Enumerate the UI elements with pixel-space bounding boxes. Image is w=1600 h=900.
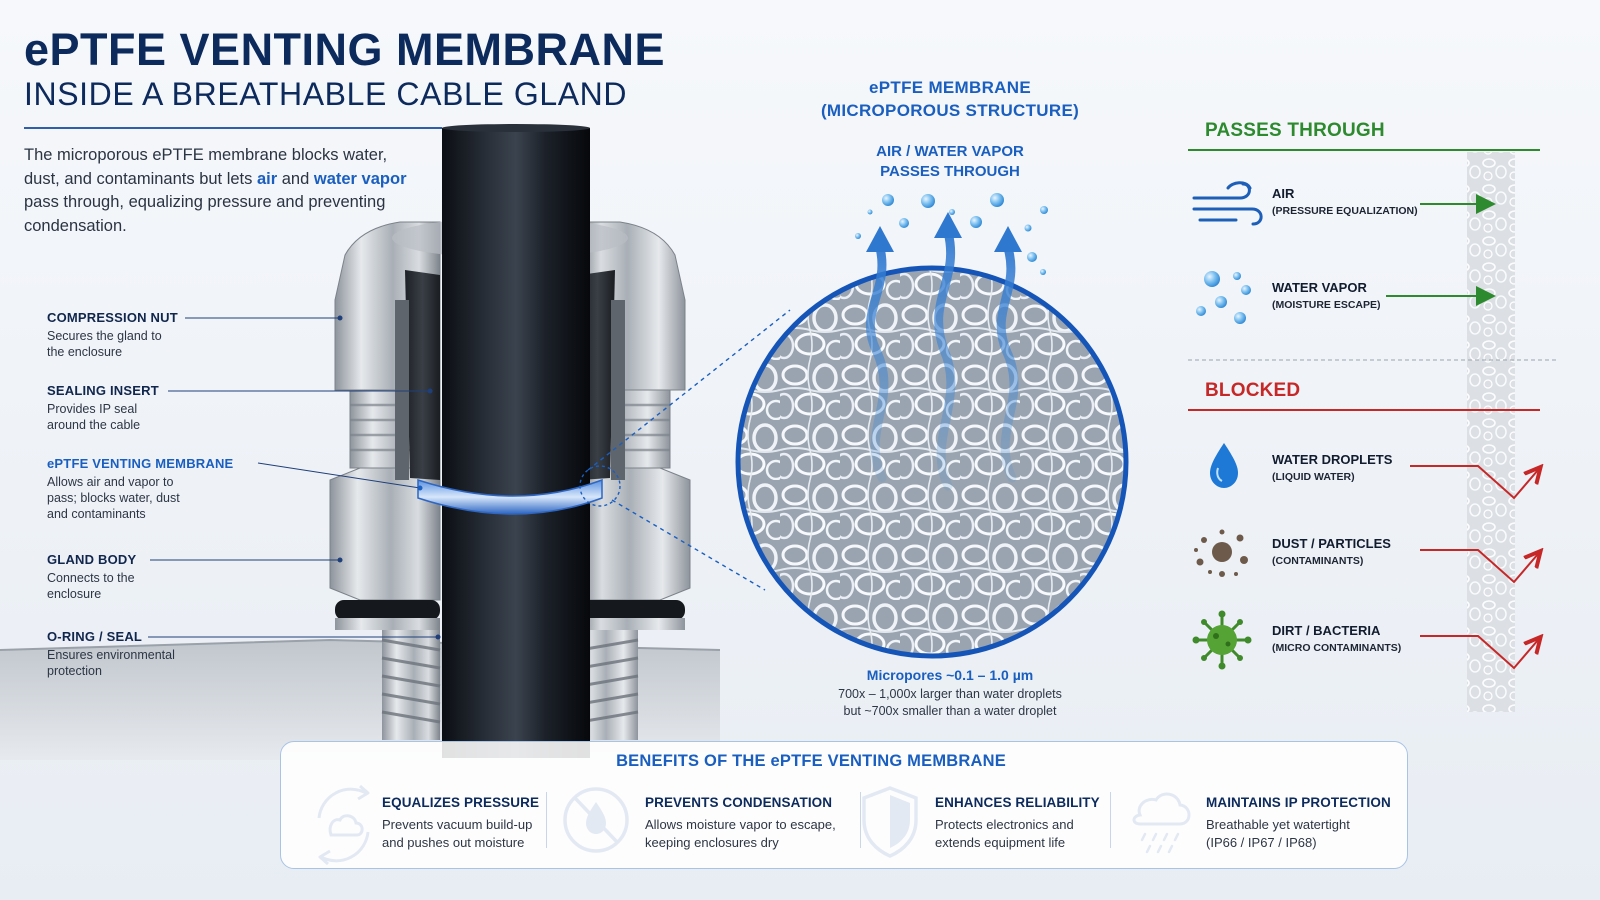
dust-icon <box>1194 529 1248 577</box>
benefits-heading: BENEFITS OF THE ePTFE VENTING MEMBRANE <box>616 752 1006 770</box>
benefit-desc: Protects electronics and extends equipme… <box>935 817 1074 850</box>
blocked-item-water-droplets: WATER DROPLETS (LIQUID WATER) <box>1272 452 1472 483</box>
pore-desc-line2: but ~700x smaller than a water droplet <box>843 704 1057 718</box>
zoom-callout-lines <box>579 309 791 591</box>
vapor-bubbles <box>855 193 1048 275</box>
item-name: DIRT / BACTERIA <box>1272 623 1381 638</box>
blocked-item-dust: DUST / PARTICLES (CONTAMINANTS) <box>1272 536 1472 567</box>
title-underline <box>24 127 442 129</box>
passes-heading: PASSES THROUGH <box>1205 120 1385 141</box>
page-subtitle: INSIDE A BREATHABLE CABLE GLAND <box>24 76 628 112</box>
label-title: ePTFE VENTING MEMBRANE <box>47 456 234 471</box>
membrane-heading-line2: (MICROPOROUS STRUCTURE) <box>820 101 1080 120</box>
item-sub: (MICRO CONTAMINANTS) <box>1272 642 1402 654</box>
benefit-prevents-condensation: PREVENTS CONDENSATION Allows moisture va… <box>645 795 855 852</box>
pass-arrows <box>1386 194 1496 306</box>
label-desc: Provides IP seal around the cable <box>47 402 141 432</box>
wind-icon <box>1192 181 1263 226</box>
item-name: DUST / PARTICLES <box>1272 536 1391 551</box>
label-compression-nut: COMPRESSION NUT Secures the gland to the… <box>47 310 277 360</box>
leader-dots <box>337 315 441 640</box>
vapor-flow-arrows <box>865 227 1019 491</box>
label-eptfe-membrane: ePTFE VENTING MEMBRANE Allows air and va… <box>47 456 277 522</box>
label-leaders <box>148 317 438 638</box>
pore-desc-line1: 700x – 1,000x larger than water droplets <box>838 687 1062 701</box>
bacteria-icon <box>1192 610 1252 670</box>
benefit-desc: Breathable yet watertight (IP66 / IP67 /… <box>1206 817 1350 850</box>
label-title: GLAND BODY <box>47 552 137 567</box>
blocked-arrows <box>1410 466 1538 670</box>
label-desc: Allows air and vapor to pass; blocks wat… <box>47 475 180 521</box>
benefit-maintains-ip: MAINTAINS IP PROTECTION Breathable yet w… <box>1206 795 1416 852</box>
membrane-heading-line1: ePTFE MEMBRANE <box>869 78 1031 97</box>
item-sub: (PRESSURE EQUALIZATION) <box>1272 205 1418 217</box>
benefit-desc: Allows moisture vapor to escape, keeping… <box>645 817 836 850</box>
benefit-desc: Prevents vacuum build-up and pushes out … <box>382 817 533 850</box>
pore-size-desc: 700x – 1,000x larger than water droplets… <box>790 686 1110 720</box>
pass-item-air: AIR (PRESSURE EQUALIZATION) <box>1272 186 1472 217</box>
benefits-panel <box>280 741 1408 869</box>
membrane-ring <box>417 478 603 515</box>
blocked-heading: BLOCKED <box>1205 380 1301 401</box>
cable-gland-cutaway <box>329 124 691 758</box>
benefit-divider <box>860 792 861 848</box>
intro-text-and: and <box>277 169 314 188</box>
benefit-title: EQUALIZES PRESSURE <box>382 795 540 810</box>
label-title: O-RING / SEAL <box>47 629 143 644</box>
blocked-item-dirt-bacteria: DIRT / BACTERIA (MICRO CONTAMINANTS) <box>1272 623 1472 654</box>
intro-paragraph: The microporous ePTFE membrane blocks wa… <box>24 144 414 238</box>
item-name: WATER VAPOR <box>1272 280 1367 295</box>
intro-text-2: pass through, equalizing pressure and pr… <box>24 193 386 235</box>
magnified-membrane <box>735 265 1129 659</box>
benefit-divider <box>1110 792 1111 848</box>
benefit-title: MAINTAINS IP PROTECTION <box>1206 795 1391 810</box>
benefit-title: ENHANCES RELIABILITY <box>935 795 1100 810</box>
intro-highlight-air: air <box>256 169 278 188</box>
benefit-enhances-reliability: ENHANCES RELIABILITY Protects electronic… <box>935 795 1145 852</box>
membrane-heading: ePTFE MEMBRANE (MICROPOROUS STRUCTURE) <box>800 76 1100 122</box>
water-drop-icon <box>1210 443 1238 488</box>
label-desc: Ensures environmental protection <box>47 648 175 678</box>
benefit-equalizes-pressure: EQUALIZES PRESSURE Prevents vacuum build… <box>382 795 592 852</box>
intro-text-1: The microporous ePTFE membrane blocks wa… <box>24 146 388 188</box>
flow-heading: AIR / WATER VAPOR PASSES THROUGH <box>800 142 1100 182</box>
label-gland-body: GLAND BODY Connects to the enclosure <box>47 552 277 602</box>
item-sub: (MOISTURE ESCAPE) <box>1272 299 1381 311</box>
page-title: ePTFE VENTING MEMBRANE <box>24 24 666 75</box>
pass-item-water-vapor: WATER VAPOR (MOISTURE ESCAPE) <box>1272 280 1472 311</box>
filter-strip <box>1467 152 1515 712</box>
item-sub: (LIQUID WATER) <box>1272 471 1355 483</box>
flow-heading-line1: AIR / WATER VAPOR <box>876 143 1024 160</box>
cable <box>442 124 590 758</box>
label-title: SEALING INSERT <box>47 383 159 398</box>
benefit-title: PREVENTS CONDENSATION <box>645 795 833 810</box>
item-sub: (CONTAMINANTS) <box>1272 555 1364 567</box>
flow-heading-line2: PASSES THROUGH <box>880 163 1020 180</box>
o-ring <box>335 600 685 630</box>
intro-highlight-water-vapor: water vapor <box>313 169 407 188</box>
label-sealing-insert: SEALING INSERT Provides IP seal around t… <box>47 383 277 433</box>
label-desc: Connects to the enclosure <box>47 571 135 601</box>
label-desc: Secures the gland to the enclosure <box>47 329 162 359</box>
item-name: WATER DROPLETS <box>1272 452 1393 467</box>
item-name: AIR <box>1272 186 1295 201</box>
label-title: COMPRESSION NUT <box>47 310 178 325</box>
gland-body <box>329 467 691 601</box>
label-o-ring: O-RING / SEAL Ensures environmental prot… <box>47 629 277 679</box>
vapor-bubbles-icon <box>1196 271 1251 324</box>
flow-arrow-heads <box>866 212 1022 252</box>
benefit-divider <box>546 792 547 848</box>
pore-size-title: Micropores ~0.1 – 1.0 µm <box>866 667 1034 683</box>
